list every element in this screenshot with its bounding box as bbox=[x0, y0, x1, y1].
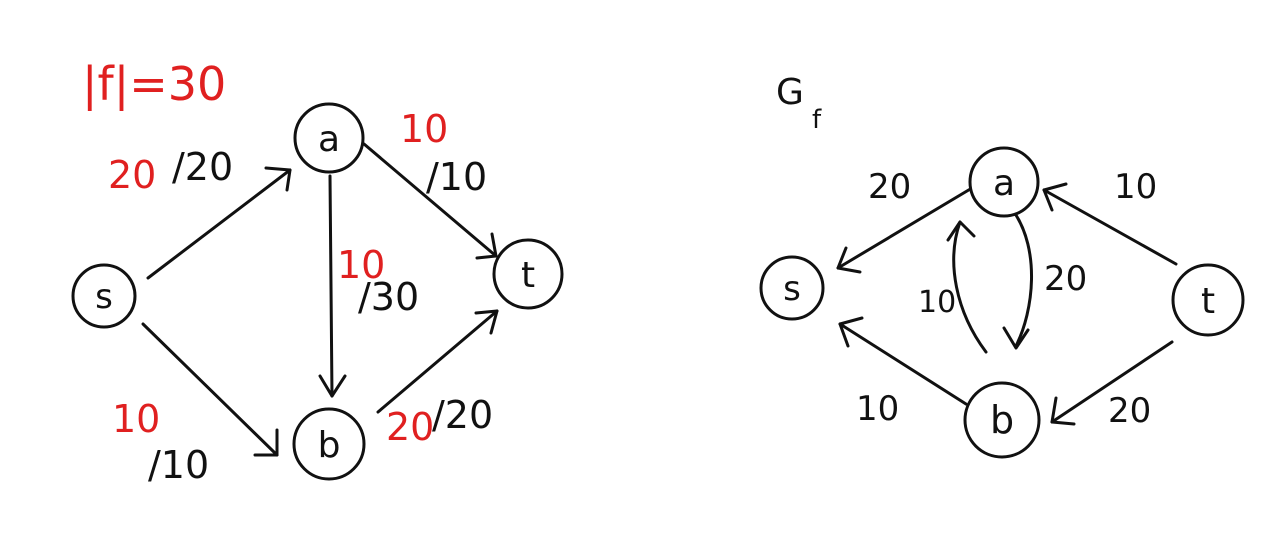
node-t-label: t bbox=[521, 255, 535, 296]
edge-a-b-label: 10 /30 bbox=[337, 243, 419, 319]
edge-b-t-flow: 20 bbox=[386, 405, 434, 449]
residual-network: G f s a b bbox=[759, 72, 1245, 459]
edge-a-b-arrowhead bbox=[318, 374, 347, 398]
edge-b-t-label: 20 /20 bbox=[386, 393, 493, 449]
res-edge-a-b-line bbox=[1012, 210, 1034, 348]
flow-network: |f|=30 s a b t bbox=[71, 57, 564, 487]
node-a-circle bbox=[293, 102, 365, 174]
res-edge-t-a-label: 10 bbox=[1114, 167, 1157, 207]
flow-value-label: |f|=30 bbox=[82, 57, 226, 112]
node-a: a bbox=[293, 102, 365, 174]
edge-a-t-capacity: /10 bbox=[426, 155, 487, 199]
res-edge-b-s-line bbox=[838, 322, 968, 406]
edge-s-b-label: 10 /10 bbox=[112, 397, 209, 487]
node-t: t bbox=[492, 238, 564, 310]
res-edge-a-b-label: 20 bbox=[1044, 259, 1087, 299]
node-s: s bbox=[71, 263, 137, 329]
res-edge-b-a-line bbox=[952, 220, 988, 354]
res-edge-b-s-label: 10 bbox=[856, 389, 899, 429]
edge-a-b-flow: 10 bbox=[337, 243, 385, 287]
res-edge-t-a-arrowhead bbox=[1042, 182, 1068, 212]
res-edge-a-s-arrowhead bbox=[836, 246, 862, 274]
res-node-t-circle bbox=[1171, 263, 1245, 337]
edge-s-b-line bbox=[141, 322, 279, 457]
res-node-s-label: s bbox=[783, 269, 801, 309]
node-b-label: b bbox=[318, 425, 341, 466]
node-s-circle bbox=[71, 263, 137, 329]
edge-s-b-arrowhead bbox=[253, 428, 279, 457]
res-edge-t-b-line bbox=[1050, 340, 1174, 424]
res-edge-t-b-label: 20 bbox=[1108, 391, 1151, 431]
res-edge-a-s-line bbox=[836, 186, 974, 270]
res-edge-t-b-arrowhead bbox=[1050, 396, 1076, 426]
res-edge-a-s-label: 20 bbox=[868, 167, 911, 207]
edge-b-t-line bbox=[376, 309, 499, 414]
node-a-label: a bbox=[318, 119, 340, 160]
res-node-b-circle bbox=[963, 381, 1041, 459]
res-node-a: a bbox=[968, 146, 1040, 218]
node-s-label: s bbox=[95, 277, 113, 317]
node-b-circle bbox=[292, 407, 366, 481]
res-node-s-circle bbox=[759, 255, 825, 321]
edge-s-a-arrowhead bbox=[264, 166, 292, 192]
edge-s-b-capacity: /10 bbox=[148, 443, 209, 487]
edge-s-a-capacity: /20 bbox=[172, 145, 233, 189]
node-t-circle bbox=[492, 238, 564, 310]
edge-a-t-flow: 10 bbox=[400, 107, 448, 151]
res-node-a-circle bbox=[968, 146, 1040, 218]
res-node-t-label: t bbox=[1201, 281, 1215, 322]
res-edge-b-a-arrowhead bbox=[946, 220, 976, 242]
edge-a-b-capacity: /30 bbox=[358, 275, 419, 319]
res-edge-b-s-arrowhead bbox=[838, 316, 864, 348]
res-node-a-label: a bbox=[993, 163, 1015, 204]
node-b: b bbox=[292, 407, 366, 481]
edge-b-t-capacity: /20 bbox=[432, 393, 493, 437]
edge-a-t-label: 10 /10 bbox=[400, 107, 487, 199]
res-node-b-label: b bbox=[990, 398, 1014, 442]
res-node-t: t bbox=[1171, 263, 1245, 337]
edge-s-a-line bbox=[146, 168, 292, 280]
edge-b-t-arrowhead bbox=[474, 309, 499, 335]
edge-s-a-flow: 20 bbox=[108, 153, 156, 197]
res-edge-a-b-arrowhead bbox=[1002, 326, 1030, 350]
edge-a-b-line bbox=[328, 174, 334, 398]
res-edge-b-a-label: 10 bbox=[918, 285, 956, 320]
res-node-s: s bbox=[759, 255, 825, 321]
edge-s-a-label: 20 /20 bbox=[108, 145, 233, 197]
edge-s-b-flow: 10 bbox=[112, 397, 160, 441]
edge-a-t-line bbox=[362, 142, 498, 258]
res-edge-t-a-line bbox=[1042, 188, 1178, 266]
residual-title: G bbox=[776, 72, 804, 113]
residual-title-subscript: f bbox=[812, 105, 822, 135]
edge-a-t-arrowhead bbox=[475, 232, 498, 260]
res-node-b: b bbox=[963, 381, 1041, 459]
